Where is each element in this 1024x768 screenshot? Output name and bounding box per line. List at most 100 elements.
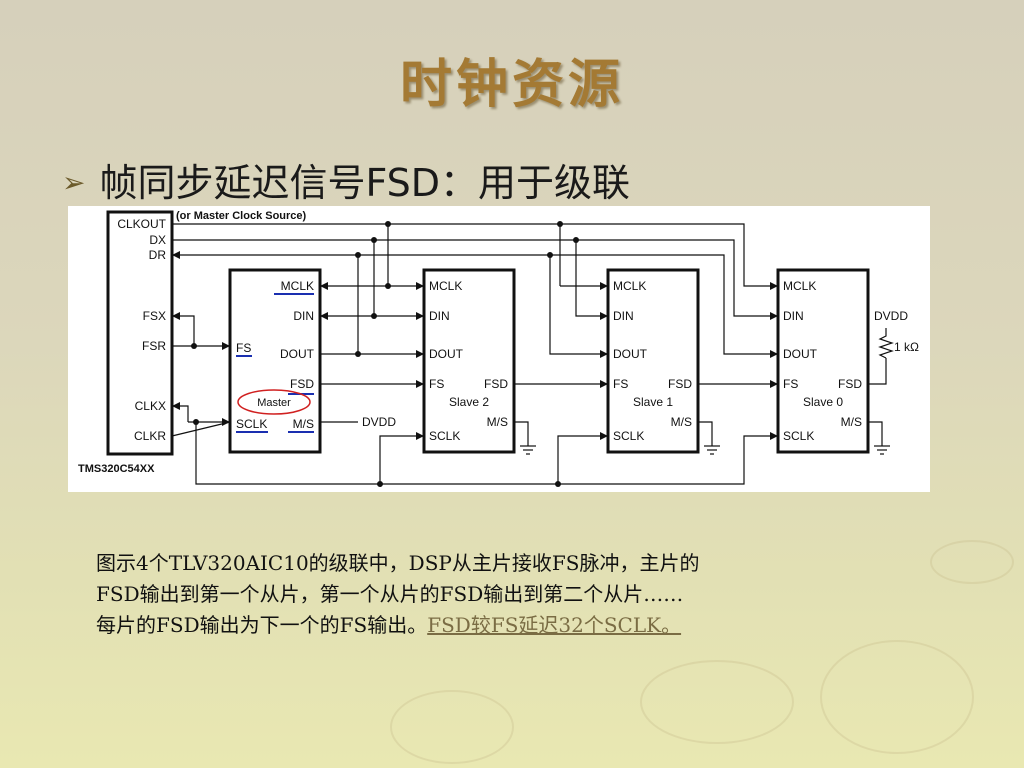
- slave2-pin-label: DIN: [429, 309, 450, 323]
- diagram-graphic: [379, 435, 424, 484]
- diagram-graphic: [222, 342, 230, 350]
- diagram-graphic: [371, 237, 377, 243]
- diagram-graphic: [416, 380, 424, 388]
- dsp-pin-label: FSR: [142, 339, 166, 353]
- master-pin-label: MCLK: [281, 279, 314, 293]
- master-chip: [228, 268, 322, 454]
- diagram-graphic: [600, 350, 608, 358]
- diagram-graphic: [770, 282, 778, 290]
- diagram-graphic: [547, 252, 553, 258]
- dsp-pin-label: CLKX: [135, 399, 166, 413]
- slave0-pin-label: FS: [783, 377, 798, 391]
- diagram-graphic: [600, 432, 608, 440]
- diagram-graphic: [416, 432, 424, 440]
- dsp-name: TMS320C54XX: [78, 463, 155, 475]
- diagram-graphic: [172, 223, 778, 287]
- diagram-graphic: [377, 481, 383, 487]
- slave2-pin-label: FSD: [484, 377, 508, 391]
- background-swirl: [930, 540, 1014, 584]
- slave2-pin-label: DOUT: [429, 347, 464, 361]
- master-oval: [237, 389, 311, 415]
- slave1-pin-label: M/S: [671, 415, 692, 429]
- diagram-graphic: [770, 432, 778, 440]
- slave2-pin-label: FS: [429, 377, 444, 391]
- slave1-name: Slave 1: [633, 395, 673, 409]
- diagram-graphic: [573, 237, 579, 243]
- diagram-graphic: [600, 380, 608, 388]
- slave0-pin-label: FSD: [838, 377, 862, 391]
- slave0-pin-label: DIN: [783, 309, 804, 323]
- slave1-pin-label: DIN: [613, 309, 634, 323]
- slave0-pin-label: SCLK: [783, 429, 814, 443]
- caption-line: 每片的FSD输出为下一个的FS输出。FSD较FS延迟32个SCLK。: [96, 610, 876, 641]
- master-pin-label: DIN: [293, 309, 314, 323]
- dsp-chip: [106, 210, 174, 456]
- diagram-graphic: [222, 418, 230, 426]
- diagram-graphic: [172, 239, 778, 317]
- diagram-graphic: [555, 481, 561, 487]
- diagram-graphic: [770, 312, 778, 320]
- slide-title: 时钟资源: [399, 54, 624, 115]
- slave1-chip: [606, 268, 700, 454]
- slave0-name: Slave 0: [803, 395, 843, 409]
- diagram-graphic: [385, 283, 391, 289]
- diagram-graphic: [770, 350, 778, 358]
- diagram-graphic: [172, 251, 180, 259]
- diagram-graphic: [878, 328, 894, 359]
- diagram-graphic: [106, 210, 894, 485]
- caption-text: 图示4个TLV320AIC10的级联中，DSP从主片接收FS脉冲，主片的 FSD…: [96, 548, 876, 641]
- diagram-graphic: [193, 419, 199, 425]
- slave1-pin-label: MCLK: [613, 279, 646, 293]
- diagram-graphic: [600, 312, 608, 320]
- slave2-pin-label: M/S: [487, 415, 508, 429]
- slave1-pin-label: DOUT: [613, 347, 648, 361]
- cascade-diagram: CLKOUT DX DR FSX FSR CLKX CLKR TMS320C54…: [68, 206, 930, 492]
- diagram-graphic: [171, 421, 231, 437]
- diagram-graphic: [172, 315, 230, 347]
- diagram-graphic: [172, 312, 180, 320]
- slave2-chip: [422, 268, 516, 454]
- diagram-graphic: [868, 421, 883, 446]
- diagram-graphic: [600, 282, 608, 290]
- caption-link[interactable]: FSD较FS延迟32个SCLK。: [427, 613, 682, 637]
- master-pin-label: DOUT: [280, 347, 315, 361]
- bullet-text: 帧同步延迟信号FSD：用于级联: [99, 161, 631, 205]
- diagram-graphic: [416, 350, 424, 358]
- bullet-item: ➢ 帧同步延迟信号FSD：用于级联: [62, 152, 630, 207]
- diagram-graphic: [172, 402, 180, 410]
- slave0-pin-label: M/S: [841, 415, 862, 429]
- background-swirl: [820, 640, 974, 754]
- diagram-graphic: [770, 380, 778, 388]
- diagram-graphic: [172, 221, 778, 487]
- master-oval-label: Master: [257, 397, 291, 409]
- master-clock-note: (or Master Clock Source): [176, 210, 307, 222]
- diagram-graphic: [172, 254, 778, 355]
- slave1-pin-label: FSD: [668, 377, 692, 391]
- dvdd-label: DVDD: [362, 415, 396, 429]
- diagram-graphic: [320, 312, 328, 320]
- diagram-graphic: [416, 312, 424, 320]
- master-pin-label: FS: [236, 341, 251, 355]
- slave1-pin-label: SCLK: [613, 429, 644, 443]
- master-pin-label: M/S: [293, 417, 314, 431]
- diagram-graphic: [514, 421, 529, 446]
- diagram-graphic: [698, 421, 713, 446]
- slave2-name: Slave 2: [449, 395, 489, 409]
- dsp-pin-label: DR: [149, 248, 167, 262]
- slave0-pin-label: DOUT: [783, 347, 818, 361]
- pullup-resistor-label: 1 kΩ: [894, 340, 919, 354]
- caption-line-text: 每片的FSD输出为下一个的FS输出。: [96, 613, 428, 637]
- caption-line: 图示4个TLV320AIC10的级联中，DSP从主片接收FS脉冲，主片的: [96, 551, 700, 575]
- slave2-pin-label: SCLK: [429, 429, 460, 443]
- background-swirl: [390, 690, 514, 764]
- diagram-graphic: [558, 435, 778, 485]
- master-pin-label: FSD: [290, 377, 314, 391]
- dsp-pin-label: DX: [149, 233, 166, 247]
- bullet-arrow-icon: ➢: [62, 166, 86, 199]
- diagram-graphic: [868, 358, 887, 385]
- master-pin-label: SCLK: [236, 417, 267, 431]
- diagram-graphic: [549, 255, 608, 355]
- diagram-graphic: [320, 282, 328, 290]
- diagram-graphic: [575, 240, 608, 317]
- background-swirl: [640, 660, 794, 744]
